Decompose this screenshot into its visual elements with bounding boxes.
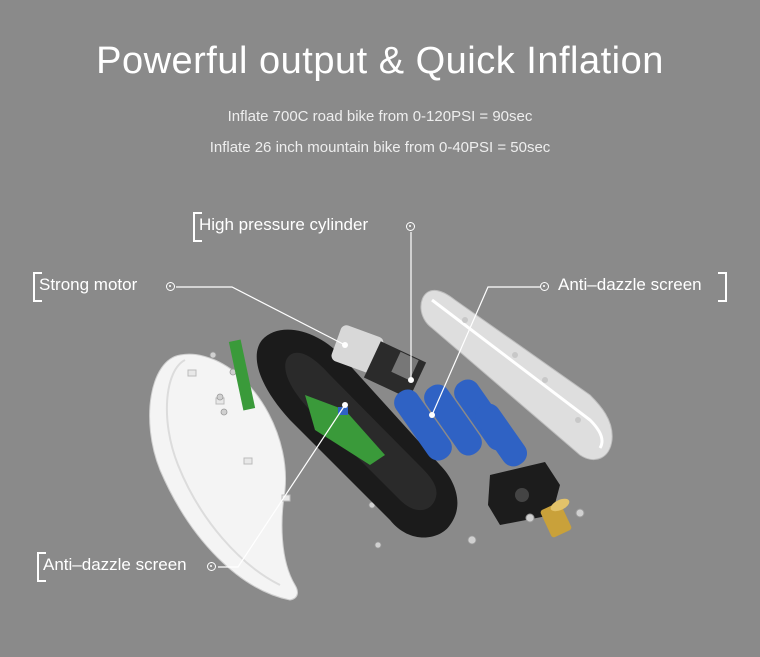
clip bbox=[243, 457, 253, 465]
small-pcb bbox=[228, 339, 256, 411]
shell-posts bbox=[462, 317, 581, 423]
callout-cylinder-text: High pressure cylinder bbox=[199, 215, 369, 234]
page-title: Powerful output & Quick Inflation bbox=[96, 40, 664, 82]
screws-left bbox=[209, 351, 477, 549]
callout-screen-left: Anti–dazzle screen bbox=[43, 555, 187, 575]
callout-screen-right-text: Anti–dazzle screen bbox=[558, 275, 702, 294]
screen-left-marker-icon bbox=[207, 562, 216, 571]
screen-right-bracket bbox=[718, 272, 727, 302]
motor-bracket bbox=[33, 272, 42, 302]
clip bbox=[187, 369, 197, 377]
motor-marker-icon bbox=[166, 282, 175, 291]
callout-motor: Strong motor bbox=[39, 275, 137, 295]
cylinder-bracket bbox=[193, 212, 202, 242]
cylinder-marker-icon bbox=[406, 222, 415, 231]
callout-cylinder: High pressure cylinder bbox=[199, 215, 368, 235]
main-pcb bbox=[305, 395, 385, 465]
screen-left-bracket bbox=[37, 552, 46, 582]
spec-road-bike: Inflate 700C road bike from 0-120PSI = 9… bbox=[227, 108, 533, 125]
right-shell bbox=[420, 289, 613, 460]
callout-screen-left-text: Anti–dazzle screen bbox=[43, 555, 187, 574]
batteries bbox=[394, 379, 528, 467]
leader-lines bbox=[176, 232, 540, 568]
callout-screen-right: Anti–dazzle screen bbox=[558, 275, 702, 295]
spec-mountain-bike: Inflate 26 inch mountain bike from 0-40P… bbox=[209, 139, 551, 156]
valve bbox=[540, 498, 572, 538]
callout-motor-text: Strong motor bbox=[39, 275, 138, 294]
motor bbox=[331, 325, 384, 374]
screen-right-marker-icon bbox=[540, 282, 549, 291]
